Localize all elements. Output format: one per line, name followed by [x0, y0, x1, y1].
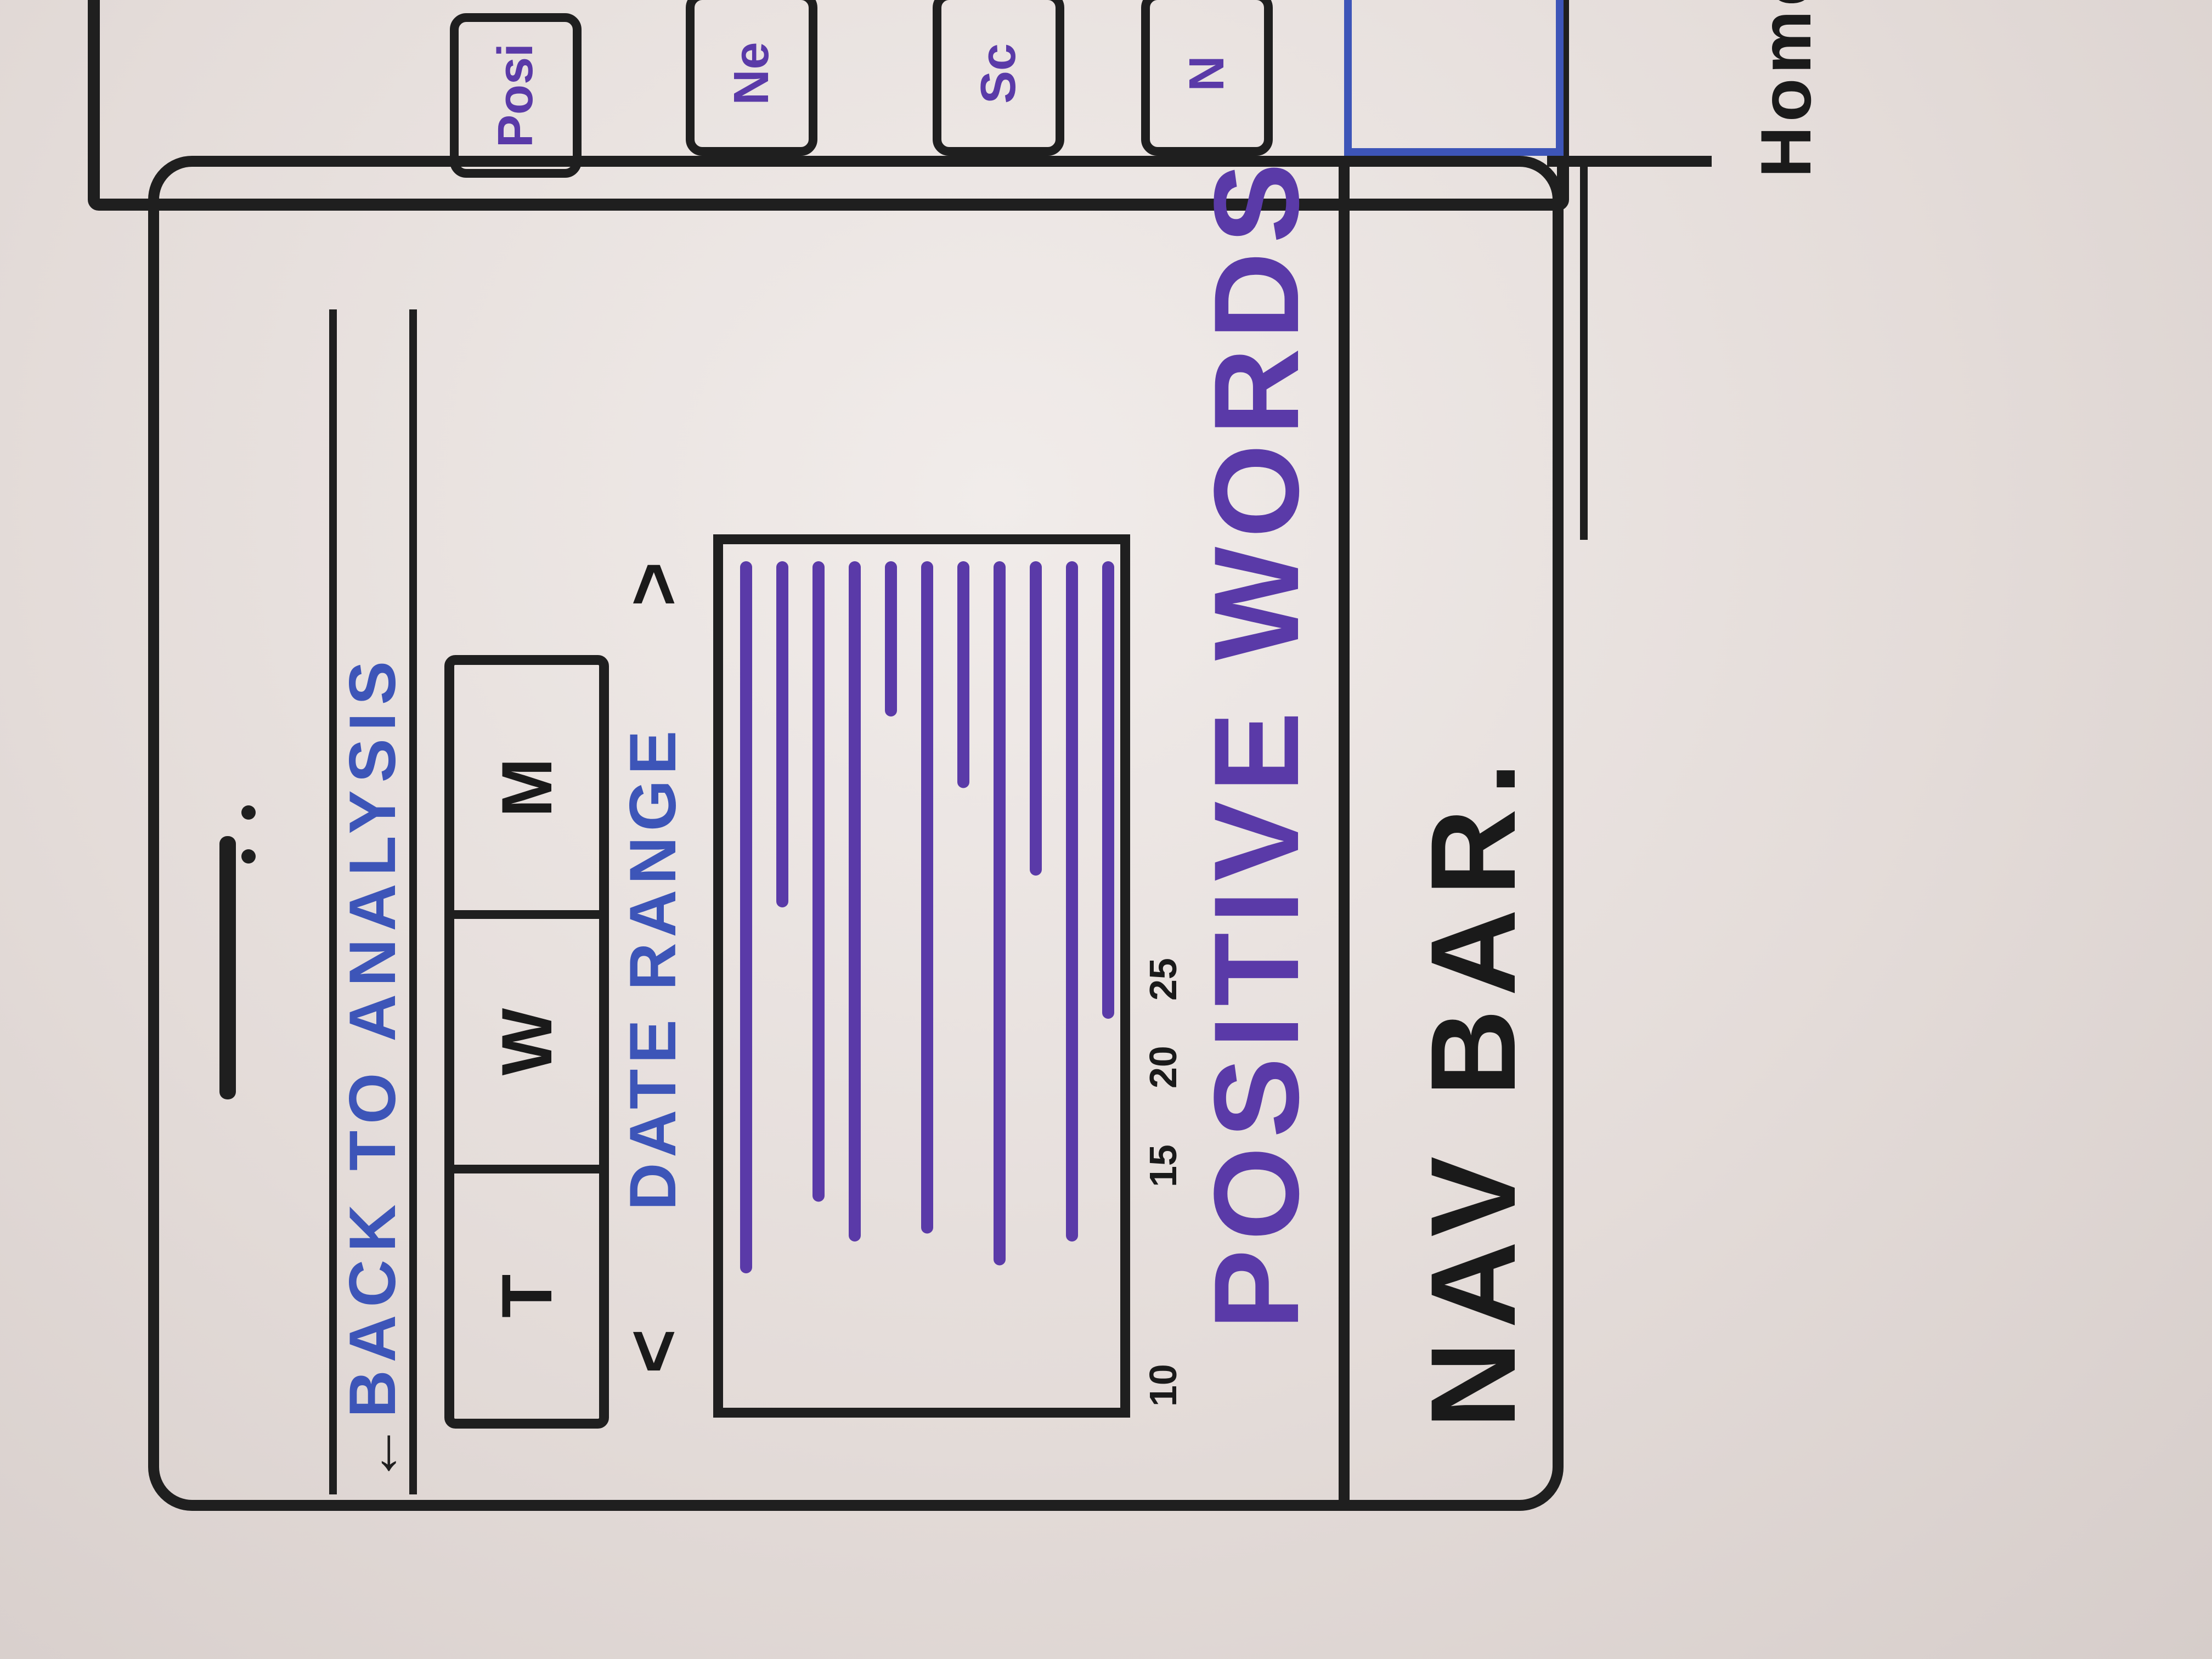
- tick-label: 15: [1142, 1144, 1184, 1187]
- arrow-to-home: [1547, 156, 1712, 167]
- previous-pill-negative: Ne: [686, 0, 817, 156]
- home-icon: [1344, 0, 1564, 156]
- previous-pill-label: Posi: [488, 43, 543, 148]
- previous-pill-n: N: [1141, 0, 1273, 156]
- back-arrow-icon[interactable]: ←: [345, 1423, 412, 1483]
- phone-camera-dot: [241, 849, 256, 864]
- period-segmented-control: T W M: [444, 655, 609, 1429]
- previous-pill-label: Ne: [724, 42, 779, 105]
- phone-camera-dot: [241, 805, 256, 820]
- segment-t[interactable]: T: [454, 1164, 599, 1419]
- previous-pill-label: Sc: [970, 43, 1026, 104]
- phone-speaker: [219, 836, 236, 1099]
- previous-pill-score: Sc: [933, 0, 1064, 156]
- date-range-selector: < DATE RANGE >: [609, 562, 697, 1374]
- segment-m[interactable]: M: [487, 758, 567, 817]
- connector-arrow: [1580, 167, 1588, 540]
- page-title: POSITIVE WORDS: [1189, 154, 1324, 1330]
- positive-words-chart: [740, 561, 1130, 1355]
- tick-label: 25: [1142, 958, 1184, 1001]
- previous-pill-positive: Posi: [450, 13, 582, 178]
- date-range-prev-button[interactable]: <: [610, 1329, 696, 1374]
- previous-pill-label: N: [1179, 55, 1234, 92]
- tick-label: 20: [1142, 1046, 1184, 1088]
- back-to-analysis-link[interactable]: BACK TO ANALYSIS: [336, 653, 409, 1418]
- segment-w[interactable]: W: [454, 910, 599, 1165]
- home-label: Home: [1746, 0, 1826, 178]
- nav-bar-label: NAV BAR.: [1406, 748, 1541, 1429]
- date-range-next-button[interactable]: >: [610, 562, 696, 607]
- tick-label: 10: [1142, 1364, 1184, 1407]
- date-range-label: DATE RANGE: [616, 725, 690, 1211]
